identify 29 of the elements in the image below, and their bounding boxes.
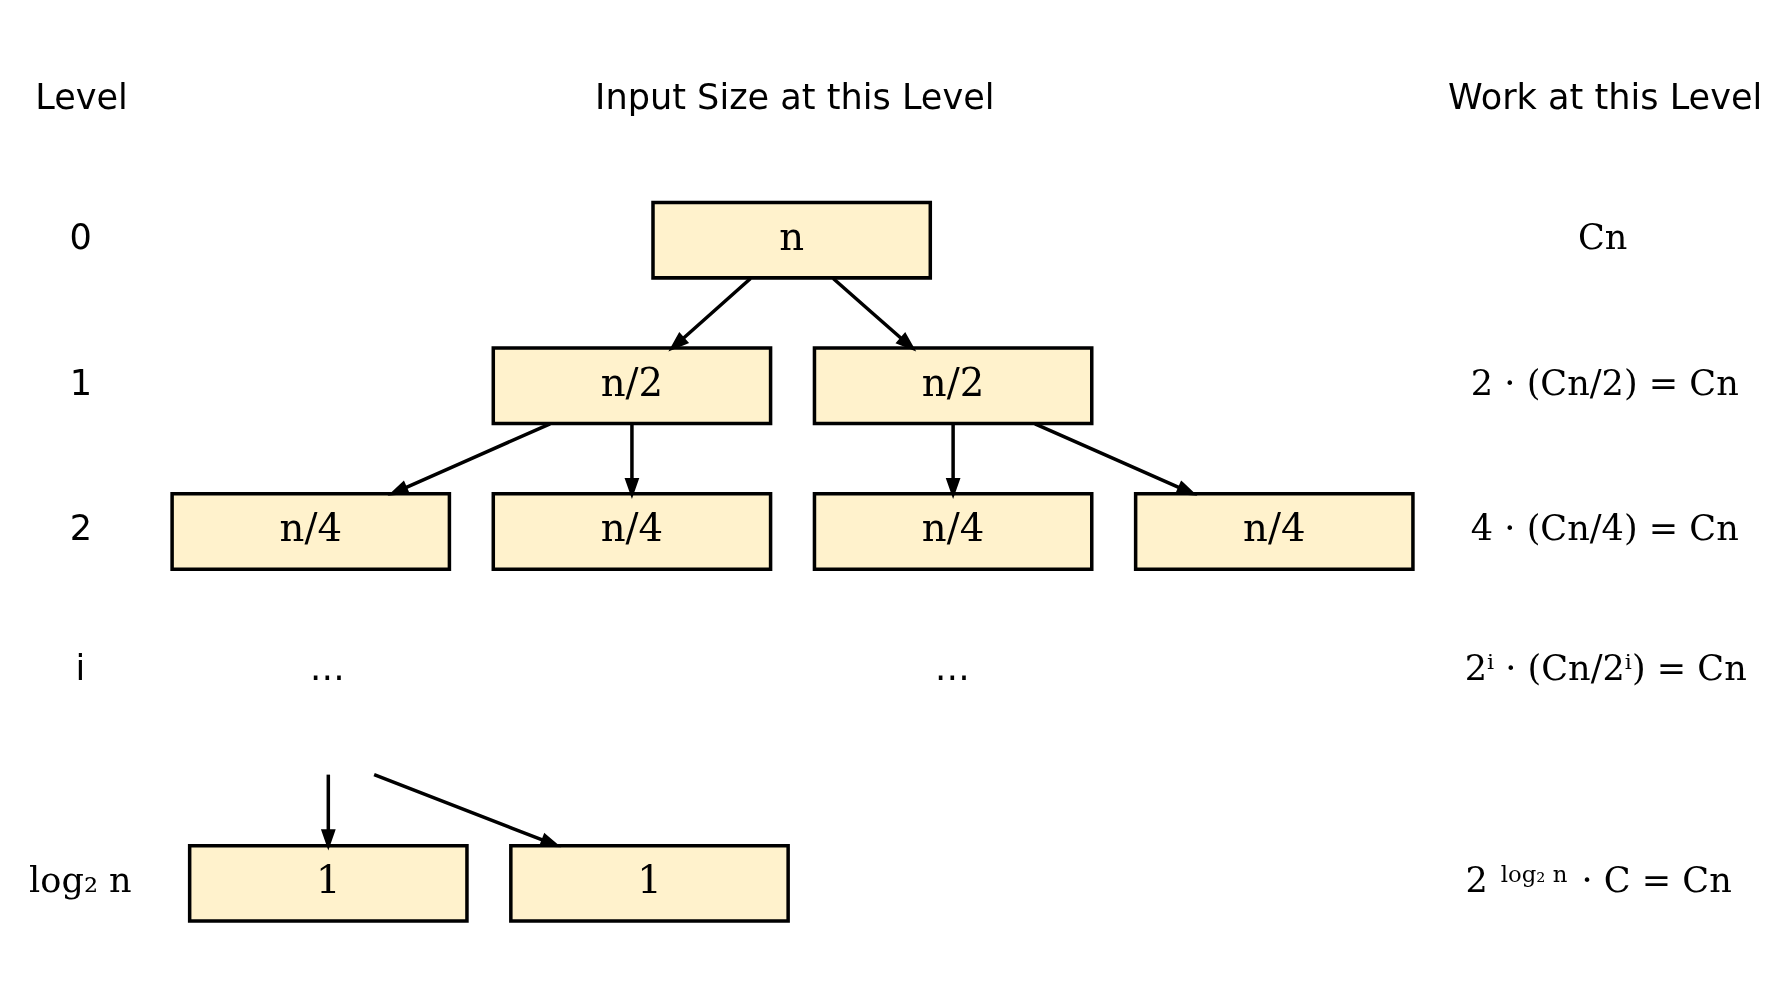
node-box: n/4 <box>1133 491 1415 571</box>
node-box: 1 <box>509 843 790 923</box>
arrow <box>373 772 562 847</box>
node-box: n <box>651 200 933 280</box>
arrow <box>624 423 640 499</box>
arrow <box>320 774 336 850</box>
label: 4 · (Cn/4) = Cn <box>1470 506 1739 548</box>
label: Cn <box>1577 215 1628 257</box>
label: … <box>309 646 345 688</box>
node-box: n/4 <box>170 491 452 571</box>
arrow <box>832 276 917 352</box>
label: … <box>934 646 970 688</box>
label: 2 · (Cn/2) = Cn <box>1470 361 1739 403</box>
node-box: n/4 <box>812 491 1094 571</box>
label: 2ⁱ · (Cn/2ⁱ) = Cn <box>1464 646 1747 688</box>
label: 2 <box>69 506 93 548</box>
label: Input Size at this Level <box>595 75 995 117</box>
label: Work at this Level <box>1448 75 1763 117</box>
label: i <box>75 646 86 688</box>
label: Level <box>35 75 128 117</box>
arrow <box>945 423 961 499</box>
label: log₂ n <box>29 858 132 900</box>
node-box: n/4 <box>491 491 773 571</box>
label: 0 <box>69 215 92 257</box>
arrow <box>668 276 752 352</box>
node-box: n/2 <box>812 345 1094 425</box>
node-box: n/2 <box>491 345 773 425</box>
label: 1 <box>69 361 93 403</box>
node-box: 1 <box>187 843 469 923</box>
